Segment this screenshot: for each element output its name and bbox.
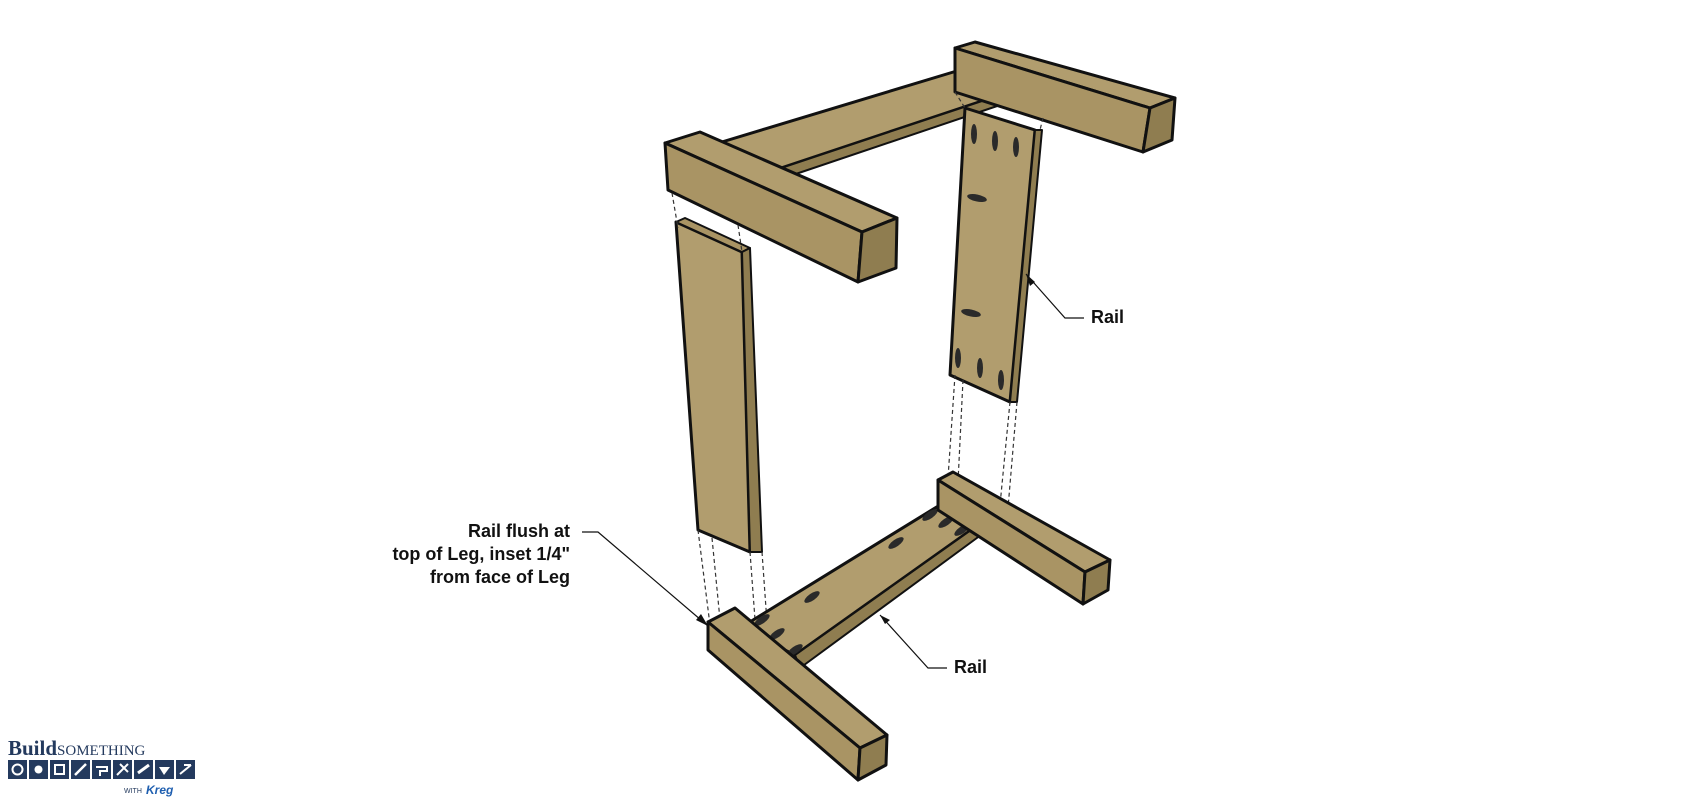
top-right-leg: [953, 40, 1177, 154]
leader-arrowheads: [696, 274, 1035, 626]
logo-brand: Build: [8, 737, 57, 760]
logo-tile-icon: [92, 760, 111, 779]
logo-tile-icon: [8, 760, 27, 779]
right-rail: [948, 106, 1043, 404]
build-something-logo: BuildSOMETHING WITH Kreg: [8, 737, 195, 797]
rail-label-bottom: Rail: [954, 657, 988, 677]
logo-tile-icon: [50, 760, 69, 779]
logo-with: WITH: [124, 788, 142, 795]
logo-brand-suffix: SOMETHING: [57, 743, 145, 759]
flush-note-line-2: top of Leg, inset 1/4": [392, 544, 570, 564]
rail-bottom-leader: [879, 614, 947, 669]
top-left-leg: [663, 130, 899, 284]
rail-top-leader: [1025, 273, 1084, 319]
rail-label-top: Rail: [1091, 307, 1125, 327]
flush-note-line-3: from face of Leg: [429, 567, 570, 587]
left-rail: [674, 217, 763, 554]
flush-note-line-1: Rail flush at: [467, 521, 570, 541]
bottom-right-leg: [936, 470, 1112, 606]
flush-note-label: Rail flush at top of Leg, inset 1/4" fro…: [392, 520, 570, 589]
pocket-holes-right-rail: [955, 124, 1019, 390]
bottom-left-leg: [706, 606, 889, 782]
flush-note-leader: [582, 531, 709, 627]
logo-partner: Kreg: [146, 783, 174, 797]
logo-tool-icons: [8, 760, 195, 779]
leader-lines: [582, 273, 1084, 669]
svg-text:BuildSOMETHING: BuildSOMETHING: [8, 737, 146, 760]
